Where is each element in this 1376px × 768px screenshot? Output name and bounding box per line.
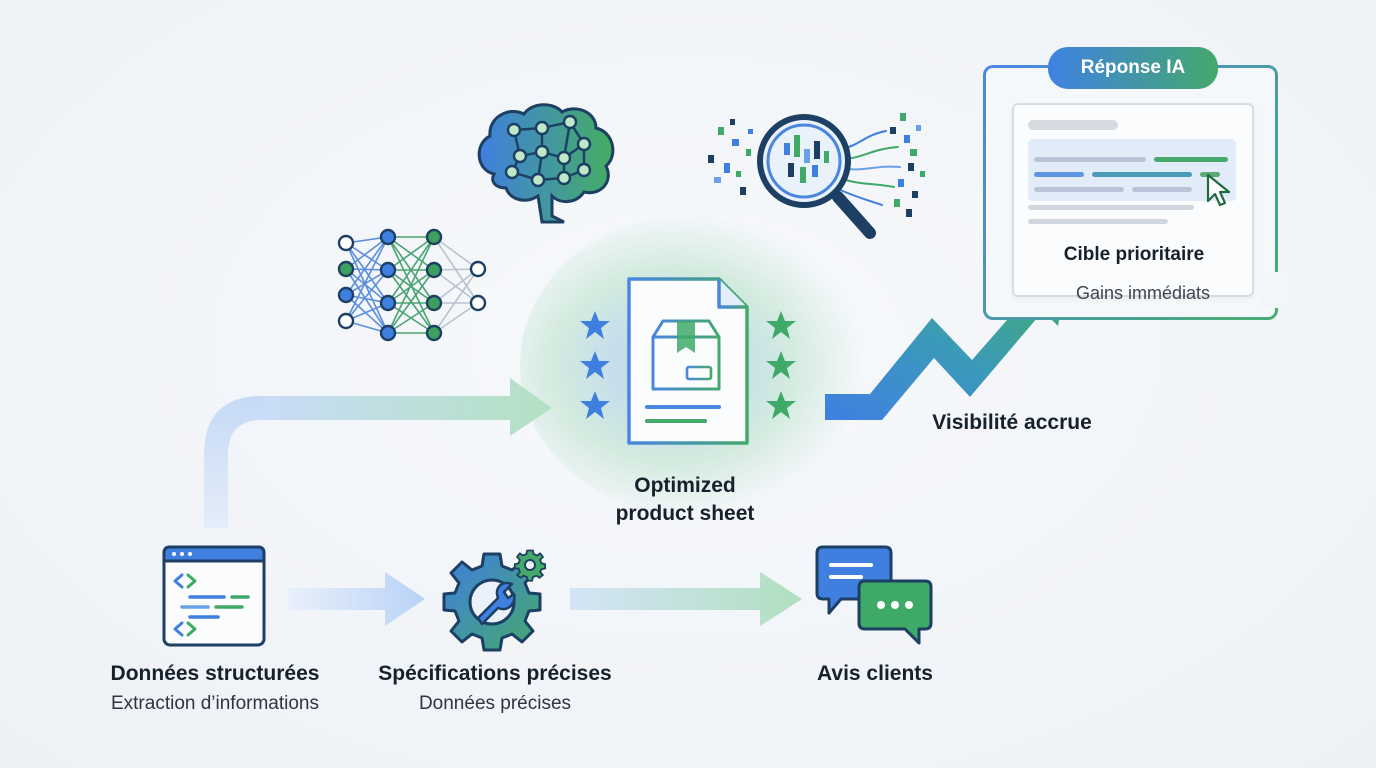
neural-network-icon: [337, 228, 487, 342]
arrow-code-to-gear: [288, 572, 425, 626]
cursor-icon: [1206, 173, 1231, 207]
gear-wrench-icon: [442, 549, 547, 652]
ai-response-title: Cible prioritaire: [1063, 244, 1205, 265]
input-title-reviews: Avis clients: [817, 662, 933, 685]
arrow-gear-to-chat: [570, 572, 802, 626]
center-title-line2: product sheet: [615, 502, 755, 525]
brain-network-icon: [477, 103, 615, 224]
ai-response-badge: Réponse IA: [1048, 47, 1218, 89]
chat-bubbles-icon: [815, 545, 933, 645]
subtitle-border-gap: [1260, 272, 1290, 308]
growth-label: Visibilité accrue: [932, 411, 1092, 434]
rising-arrow-icon: [825, 270, 1068, 420]
input-subtitle-structured: Extraction d’informations: [110, 693, 320, 714]
center-title-line1: Optimized: [634, 474, 736, 497]
input-title-structured: Données structurées: [110, 662, 320, 685]
document-box-icon: [580, 277, 796, 445]
code-window-icon: [162, 545, 266, 647]
ai-response-subtitle: Gains immédiats: [1076, 283, 1211, 303]
input-title-specs: Spécifications précises: [378, 662, 612, 685]
elbow-arrow: [204, 378, 552, 528]
ai-response-lines: [1028, 120, 1236, 224]
magnifier-data-icon: [708, 113, 925, 239]
input-subtitle-specs: Données précises: [418, 693, 572, 714]
